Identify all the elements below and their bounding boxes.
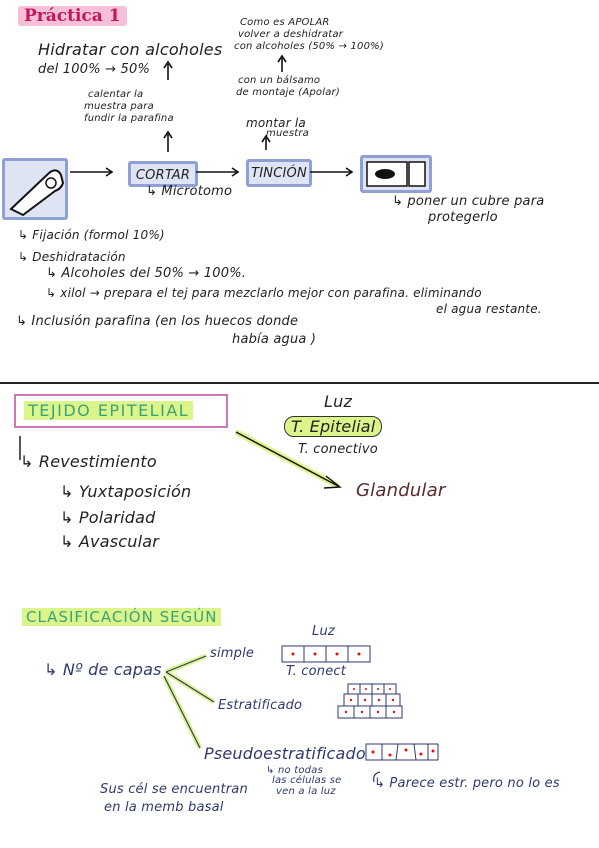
glandular-text: Glandular <box>356 480 446 501</box>
estratificado-text: Estratificado <box>218 698 303 713</box>
cortar-box: CORTAR <box>128 161 198 187</box>
revestimiento-text: ↳ Revestimiento <box>20 452 157 471</box>
simple-luz-label: Luz <box>312 624 335 639</box>
no-todas-text-3: ven a la luz <box>276 786 336 797</box>
fijacion-text: ↳ Fijación (formol 10%) <box>18 228 165 242</box>
apolar-text-1: Como es APOLAR <box>240 17 330 28</box>
deshidratacion-text: ↳ Deshidratación <box>18 250 126 264</box>
simple-epithelium-icon <box>281 645 371 663</box>
cortar-label: CORTAR <box>135 168 191 183</box>
tincion-box: TINCIÓN <box>246 159 312 187</box>
xilol-text-2: el agua restante. <box>436 302 542 316</box>
simple-text: simple <box>210 646 255 661</box>
inclusion-text-1: ↳ Inclusión parafina (en los huecos dond… <box>16 314 299 329</box>
microscope-slide-icon <box>366 161 426 187</box>
montar-text-1: montar la <box>246 116 306 130</box>
epitelial-title: TEJIDO EPITELIAL <box>24 401 194 420</box>
specimen-drawing <box>2 158 68 220</box>
microtomo-text: ↳ Microtomo <box>146 184 233 199</box>
slide-drawing <box>360 155 432 193</box>
calentar-text-2: muestra para <box>84 101 154 112</box>
hidratar-text-2: del 100% → 50% <box>38 62 151 77</box>
xilol-text-1: ↳ xilol → prepara el tej para mezclarlo … <box>46 286 482 300</box>
clasificacion-title: CLASIFICACIÓN SEGÚN <box>22 608 222 626</box>
sus-cel-text-2: en la memb basal <box>104 800 224 815</box>
calentar-text-3: fundir la parafina <box>84 113 174 124</box>
section-divider <box>0 382 599 384</box>
yuxtaposicion-text: ↳ Yuxtaposición <box>60 482 192 501</box>
parece-text: ↳ Parece estr. pero no lo es <box>374 776 560 791</box>
simple-tconect-label: T. conect <box>286 664 347 679</box>
t-epitelial-label: T. Epitelial <box>284 416 383 437</box>
montar-text-2: muestra <box>266 128 310 139</box>
no-todas-text-1: ↳ no todas <box>266 765 323 776</box>
alcoholes-text: ↳ Alcoholes del 50% → 100%. <box>46 266 247 281</box>
capas-text: ↳ Nº de capas <box>44 660 162 679</box>
hidratar-text-1: Hidratar con alcoholes <box>38 40 223 59</box>
balsamo-text-2: de montaje (Apolar) <box>236 87 340 98</box>
epitelial-title-box: TEJIDO EPITELIAL <box>14 394 228 428</box>
calentar-text-1: calentar la <box>88 89 144 100</box>
inclusion-text-2: había agua ) <box>232 332 317 347</box>
apolar-text-2: volver a deshidratar <box>238 29 344 40</box>
no-todas-text-2: las células se <box>272 775 342 786</box>
pseudo-text: Pseudoestratificado <box>204 744 366 763</box>
polaridad-text: ↳ Polaridad <box>60 508 156 527</box>
finger-specimen-icon <box>9 169 65 217</box>
cubre-text-2: protegerlo <box>428 210 498 225</box>
luz-label: Luz <box>324 392 353 411</box>
sus-cel-text-1: Sus cél se encuentran <box>100 782 248 797</box>
cubre-text-1: ↳ poner un cubre para <box>392 194 545 209</box>
practica-title: Práctica 1 <box>18 6 127 26</box>
apolar-text-3: con alcoholes (50% → 100%) <box>234 41 384 52</box>
t-conectivo-label: T. conectivo <box>298 442 378 457</box>
pseudostratified-epithelium-icon <box>365 743 439 761</box>
tincion-label: TINCIÓN <box>251 166 307 181</box>
avascular-text: ↳ Avascular <box>60 532 160 551</box>
balsamo-text-1: con un bálsamo <box>238 75 321 86</box>
